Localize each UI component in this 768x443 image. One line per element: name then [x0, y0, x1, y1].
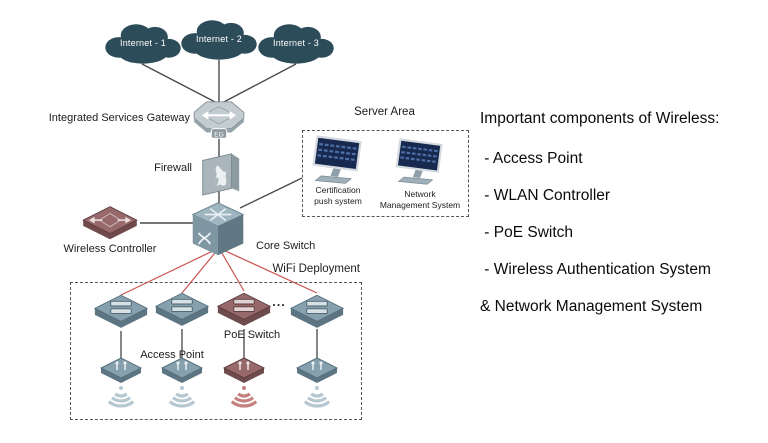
server-monitor-icon: [395, 138, 443, 185]
server-area-title: Server Area: [354, 106, 415, 118]
cloud-label: Internet - 2: [196, 34, 242, 45]
cloud-label: Internet - 1: [120, 38, 166, 49]
panel-item-nms: & Network Management System: [480, 298, 703, 315]
core-switch-icon: [191, 202, 245, 256]
wifi-waves-icon: [230, 386, 258, 408]
core-switch-label: Core Switch: [256, 240, 316, 252]
poe-switch: [216, 289, 272, 333]
poe-switch-label: PoE Switch: [223, 329, 281, 341]
access-point-icon: [295, 357, 339, 383]
server-monitor-icon: [312, 135, 362, 184]
wifi-waves-icon: [107, 386, 135, 408]
gateway-label: Integrated Services Gateway: [48, 112, 190, 124]
core-switch-node: [189, 201, 247, 257]
nms-server-label-line1: Network: [404, 189, 436, 199]
access-point-icon: [99, 357, 143, 383]
poe-switch-icon: [216, 292, 272, 326]
firewall-node: [196, 147, 244, 199]
nms-server-node: [391, 136, 449, 186]
gateway-node: EG: [191, 99, 247, 143]
wifi-waves-icon: [168, 386, 196, 408]
wireless-controller-icon: [82, 206, 138, 240]
access-point-label: Access Point: [140, 349, 204, 361]
panel-item-access-point: - Access Point: [480, 150, 583, 167]
gateway-icon: EG: [193, 101, 245, 139]
certification-server-label-line1: Certification: [315, 185, 361, 195]
access-switch-1: [93, 291, 149, 335]
certification-server-node: [308, 132, 368, 186]
wifi-waves-1: [103, 384, 139, 408]
wifi-deployment-title: WiFi Deployment: [272, 263, 360, 275]
nms-server-label: Network Management System: [372, 189, 468, 210]
panel-item-wlan-controller: - WLAN Controller: [480, 187, 611, 204]
nms-server-label-line2: Management System: [379, 199, 461, 210]
cloud-icon: [258, 24, 334, 64]
panel-item-poe-switch: - PoE Switch: [480, 224, 574, 241]
cloud-icon: [105, 24, 181, 64]
access-point-icon: [160, 357, 204, 383]
internet-cloud-2: Internet - 2: [175, 16, 263, 64]
access-point-3: [295, 355, 339, 387]
access-switch-3: [289, 291, 345, 335]
important-components-panel: Important components of Wireless: - Acce…: [480, 108, 762, 333]
wireless-controller-label: Wireless Controller: [63, 243, 157, 255]
poe-access-point: [222, 355, 266, 387]
certification-server-label-line2: push system: [314, 195, 362, 206]
panel-title: Important components of Wireless:: [480, 110, 720, 127]
wifi-waves-poe: [226, 384, 262, 408]
wifi-waves-icon: [303, 386, 331, 408]
server-area-box: [302, 130, 469, 217]
switch-icon: [289, 294, 345, 328]
access-point-2: [160, 355, 204, 387]
panel-item-wireless-auth: - Wireless Authentication System: [480, 261, 711, 278]
gateway-badge: EG: [214, 131, 224, 138]
wifi-deployment-box: [70, 282, 362, 420]
firewall-label: Firewall: [154, 162, 192, 174]
wifi-waves-2: [164, 384, 200, 408]
access-switch-2: [154, 289, 210, 333]
switch-icon: [93, 294, 149, 328]
access-point-1: [99, 355, 143, 387]
cloud-label: Internet - 3: [273, 38, 319, 49]
wifi-waves-3: [299, 384, 335, 408]
more-switches-ellipsis: ...: [272, 294, 286, 309]
cloud-icon: [181, 20, 257, 60]
switch-icon: [154, 292, 210, 326]
internet-cloud-1: Internet - 1: [97, 20, 189, 68]
internet-cloud-3: Internet - 3: [251, 20, 341, 68]
certification-server-label: Certification push system: [300, 185, 376, 206]
wireless-controller-node: [79, 201, 141, 245]
firewall-icon: [202, 153, 240, 196]
access-point-icon: [222, 357, 266, 383]
